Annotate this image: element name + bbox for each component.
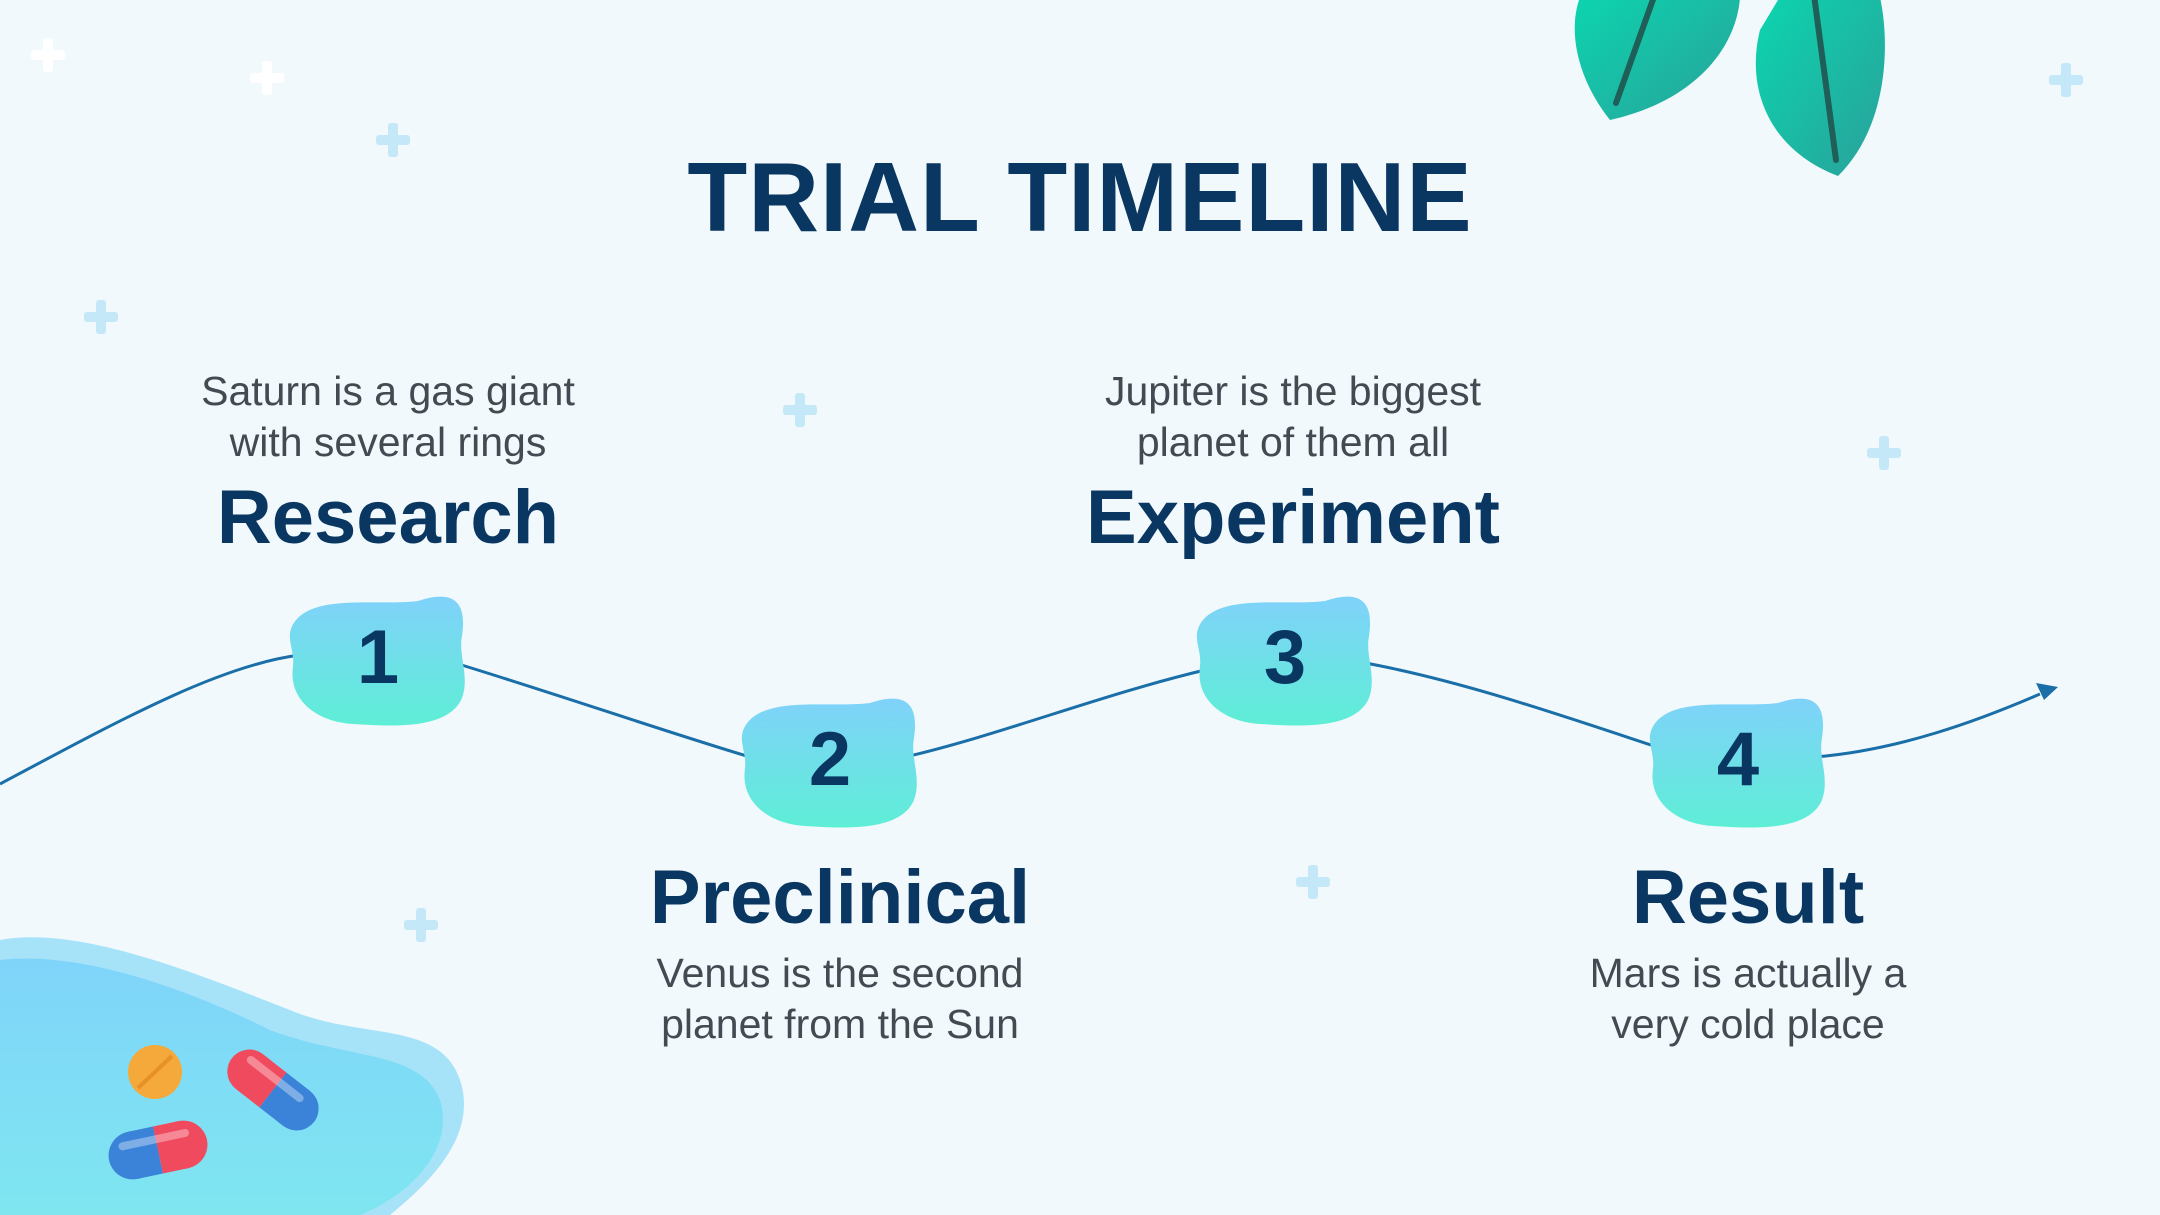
pill-capsule-icon (108, 1120, 208, 1180)
description-line: very cold place (1611, 1001, 1885, 1047)
sparkle-plus-icon (84, 300, 118, 334)
step-1-description: Saturn is a gas giant with several rings (108, 366, 668, 468)
pills-decoration (108, 1045, 319, 1180)
arrow-head-icon (2036, 683, 2058, 700)
description-line: planet of them all (1136, 419, 1450, 465)
step-marker-2: 2 (741, 698, 917, 828)
step-number: 4 (1717, 717, 1759, 802)
step-3-title: Experiment (1086, 475, 1500, 560)
step-marker-4: 4 (1649, 698, 1825, 828)
description-line: Venus is the second (656, 950, 1024, 996)
description-line: Saturn is a gas giant (201, 368, 575, 414)
step-2-title: Preclinical (649, 855, 1031, 940)
description-line: with several rings (229, 419, 547, 465)
sparkle-plus-icon (31, 38, 65, 72)
description-line: planet from the Sun (661, 1001, 1019, 1047)
leaf-icon (1574, 0, 1740, 120)
sparkle-plus-icon (1296, 865, 1330, 899)
description-line: Mars is actually a (1589, 950, 1907, 996)
step-number: 1 (357, 615, 399, 700)
step-number: 2 (809, 717, 851, 802)
step-blob (289, 596, 465, 726)
step-marker-1: 1 (289, 596, 465, 726)
step-blob (741, 698, 917, 828)
sparkle-plus-icon (783, 393, 817, 427)
step-4-title: Result (1631, 855, 1865, 940)
sparkle-plus-icon (1867, 436, 1901, 470)
sparkle-plus-icon (2049, 63, 2083, 97)
description-line: Jupiter is the biggest (1104, 368, 1482, 414)
tablet-icon (128, 1045, 182, 1099)
sparkle-plus-icon (404, 908, 438, 942)
step-marker-3: 3 (1196, 596, 1372, 726)
slide-title: TRIAL TIMELINE (687, 142, 1473, 252)
step-blob (1196, 596, 1372, 726)
sparkle-plus-icon (250, 61, 284, 95)
step-1-title: Research (216, 475, 560, 560)
pill-capsule-icon (227, 1049, 319, 1131)
step-4-description: Mars is actually a very cold place (1468, 948, 2028, 1050)
leaf-decoration (1574, 0, 1885, 176)
step-3-description: Jupiter is the biggest planet of them al… (1013, 366, 1573, 468)
step-blob (1649, 698, 1825, 828)
leaf-icon (1755, 0, 1885, 176)
step-number: 3 (1264, 615, 1306, 700)
step-2-description: Venus is the second planet from the Sun (560, 948, 1120, 1050)
timeline-line (0, 653, 2041, 786)
